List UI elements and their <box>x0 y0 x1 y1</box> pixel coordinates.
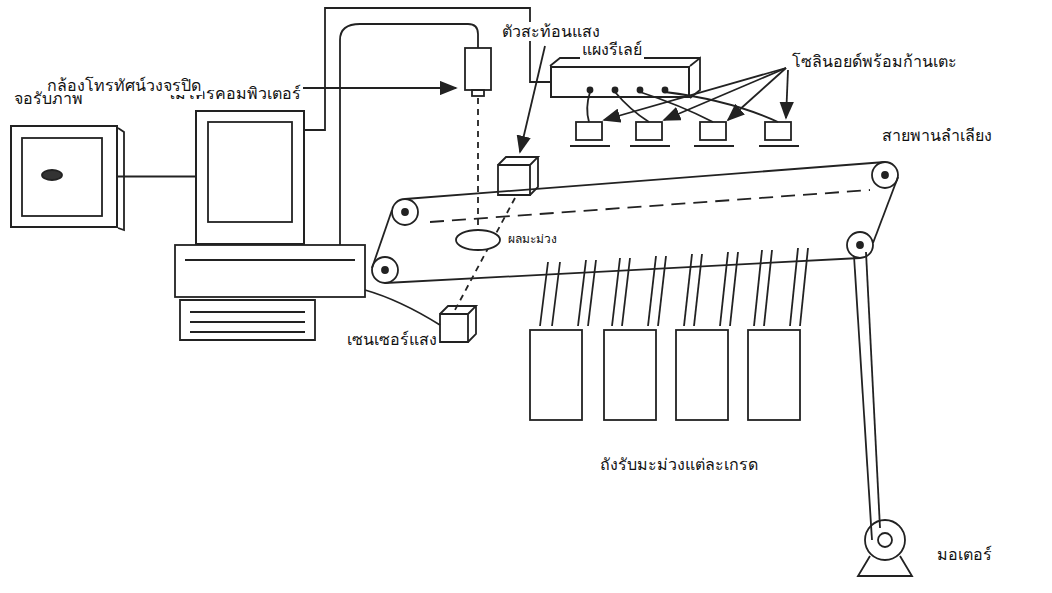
relay-panel-box: แผงรีเลย์ <box>550 66 690 98</box>
cable <box>118 176 195 178</box>
conveyor-label: สายพานลำเลียง <box>880 126 994 145</box>
bins-label: ถังรับมะม่วงแต่ละเกรด <box>598 455 760 474</box>
reflector-label: ตัวสะท้อนแสง <box>500 22 602 41</box>
microcomputer-box: ไมโครคอมพิวเตอร์ <box>195 110 305 245</box>
monitor-box: จอรับภาพ <box>10 125 118 228</box>
solenoid-label: โซลินอยด์พร้อมก้านเตะ <box>790 52 959 71</box>
mango-label: ผลมะม่วง <box>506 232 559 246</box>
motor-label: มอเตอร์ <box>935 545 994 564</box>
camera-label: กล้องโทรทัศน์วงจรปิด <box>45 76 203 95</box>
node-heading: แผงรีเลย์ <box>580 40 644 59</box>
light-sensor-label: เซนเซอร์แสง <box>345 330 439 349</box>
